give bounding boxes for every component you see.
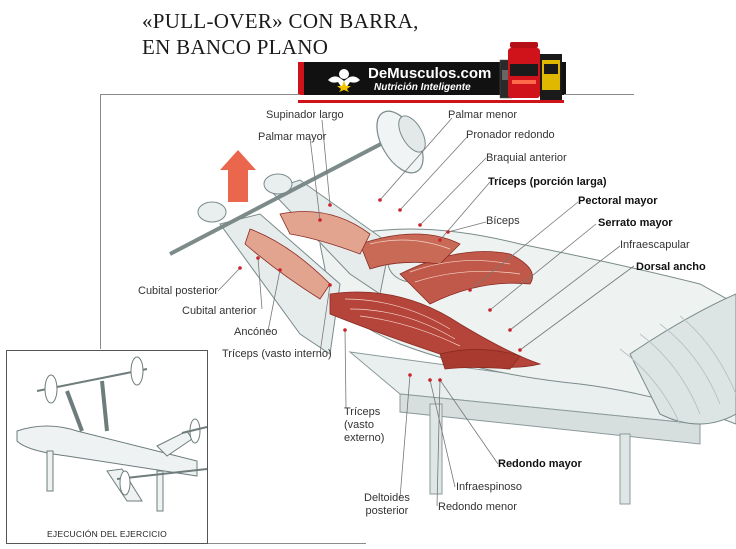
title-line-2: EN BANCO PLANO <box>142 35 329 59</box>
pants-stripes <box>619 315 736 425</box>
label-deltoides-line-2: posterior <box>365 505 409 517</box>
brand-tagline: Nutrición Inteligente <box>374 82 471 93</box>
label-triceps-externo-line-2: (vasto <box>344 419 374 431</box>
label-deltoides-posterior: Deltoides posterior <box>364 492 410 518</box>
label-palmar-menor: Palmar menor <box>448 109 518 121</box>
movement-arrow-icon <box>220 150 256 202</box>
label-serrato-mayor: Serrato mayor <box>598 217 673 229</box>
label-infraespinoso: Infraespinoso <box>456 481 523 493</box>
hands-graphic <box>197 173 293 223</box>
exercise-inset[interactable]: EJECUCIÓN DEL EJERCICIO <box>6 350 208 544</box>
label-triceps-vasto-interno: Tríceps (vasto interno) <box>222 348 332 360</box>
label-triceps-externo-line-3: externo) <box>344 432 385 444</box>
frame-left <box>100 94 101 349</box>
muscle-man-icon <box>328 69 360 92</box>
frame-top-right <box>564 94 634 95</box>
inset-caption: EJECUCIÓN DEL EJERCICIO <box>47 529 167 539</box>
label-anconeo: Ancóneo <box>234 326 278 338</box>
label-pronador-redondo: Pronador redondo <box>466 129 555 141</box>
label-deltoides-line-1: Deltoides <box>364 492 410 504</box>
supplement-products-icon <box>499 42 562 100</box>
page-title: «PULL-OVER» CON BARRA, EN BANCO PLANO <box>142 8 419 60</box>
label-dorsal-ancho: Dorsal ancho <box>636 261 706 273</box>
label-pectoral-mayor: Pectoral mayor <box>578 195 658 207</box>
label-triceps-vasto-externo: Tríceps (vasto externo) <box>344 406 384 445</box>
label-redondo-menor: Redondo menor <box>438 501 517 513</box>
label-triceps-externo-line-1: Tríceps <box>344 406 381 418</box>
title-line-1: «PULL-OVER» CON BARRA, <box>142 9 419 33</box>
frame-bottom <box>206 543 366 544</box>
label-biceps: Bíceps <box>486 215 520 227</box>
frame-top-left <box>100 94 300 95</box>
label-cubital-posterior: Cubital posterior <box>138 285 219 297</box>
label-palmar-mayor: Palmar mayor <box>258 131 327 143</box>
label-infraescapular: Infraescapular <box>620 239 690 251</box>
label-braquial-anterior: Braquial anterior <box>486 152 567 164</box>
label-redondo-mayor: Redondo mayor <box>498 458 582 470</box>
exercise-execution-illustration <box>16 356 207 512</box>
brand-name: DeMusculos.com <box>368 65 492 82</box>
label-cubital-anterior: Cubital anterior <box>182 305 257 317</box>
label-supinador-largo: Supinador largo <box>266 109 344 121</box>
label-triceps-porcion-larga: Tríceps (porción larga) <box>488 176 607 188</box>
